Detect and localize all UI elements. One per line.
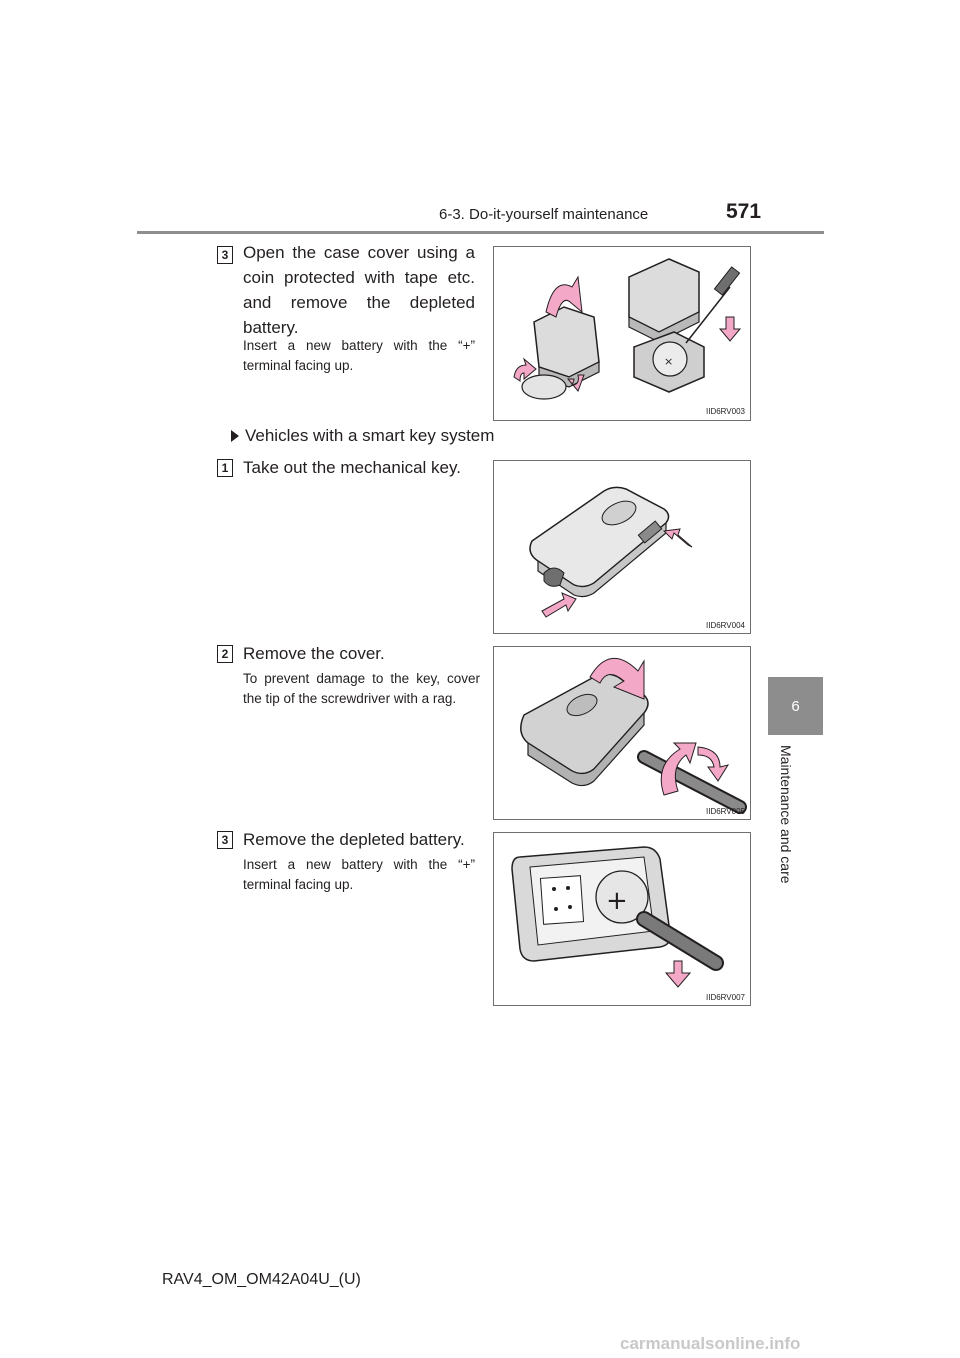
figure-remove-cover: IID6RV005 [493,646,751,820]
step-text: Open the case cover using a coin protect… [243,243,475,337]
step-note: Insert a new battery with the “+” termin… [243,857,475,892]
step-text: Remove the cover. [243,644,385,663]
step-number: 2 [217,645,233,663]
section-title: 6-3. Do-it-yourself maintenance [439,206,649,223]
battery-plus-mark: + [606,886,628,916]
step-number: 1 [217,459,233,477]
remove-cover-illustration [520,657,747,814]
step-text: Remove the depleted battery. [243,830,465,849]
bullet-triangle-icon [231,430,239,442]
step-text: Take out the mechanical key. [243,458,461,477]
smart-key-heading: Vehicles with a smart key system [231,426,494,446]
case-cover-illustration: × [513,258,742,400]
chapter-tab[interactable]: 6 [768,677,823,735]
chapter-title: Maintenance and care [778,745,794,884]
mechanical-key-illustration [529,486,693,618]
battery-minus-mark: × [664,355,673,368]
document-code: RAV4_OM_OM42A04U_(U) [162,1271,361,1288]
step-number: 3 [217,246,233,264]
step-note: Insert a new battery with the “+” termin… [243,338,475,373]
figure-open-case-cover: × IID6RV003 [493,246,751,421]
header-rule [137,231,824,234]
step-note: To prevent damage to the key, cover the … [243,671,480,706]
watermark: carmanualsonline.info [620,1334,801,1353]
step-number: 3 [217,831,233,849]
figure-code: IID6RV005 [706,807,745,816]
figure-code: IID6RV007 [706,993,745,1002]
figure-remove-battery: + IID6RV007 [493,832,751,1006]
figure-code: IID6RV003 [706,407,745,416]
figure-code: IID6RV004 [706,621,745,630]
battery-removal-illustration: + [511,846,724,988]
figure-take-out-key: IID6RV004 [493,460,751,634]
chapter-number: 6 [791,697,800,715]
smart-key-heading-text: Vehicles with a smart key system [245,426,495,445]
page-number: 571 [726,200,762,223]
